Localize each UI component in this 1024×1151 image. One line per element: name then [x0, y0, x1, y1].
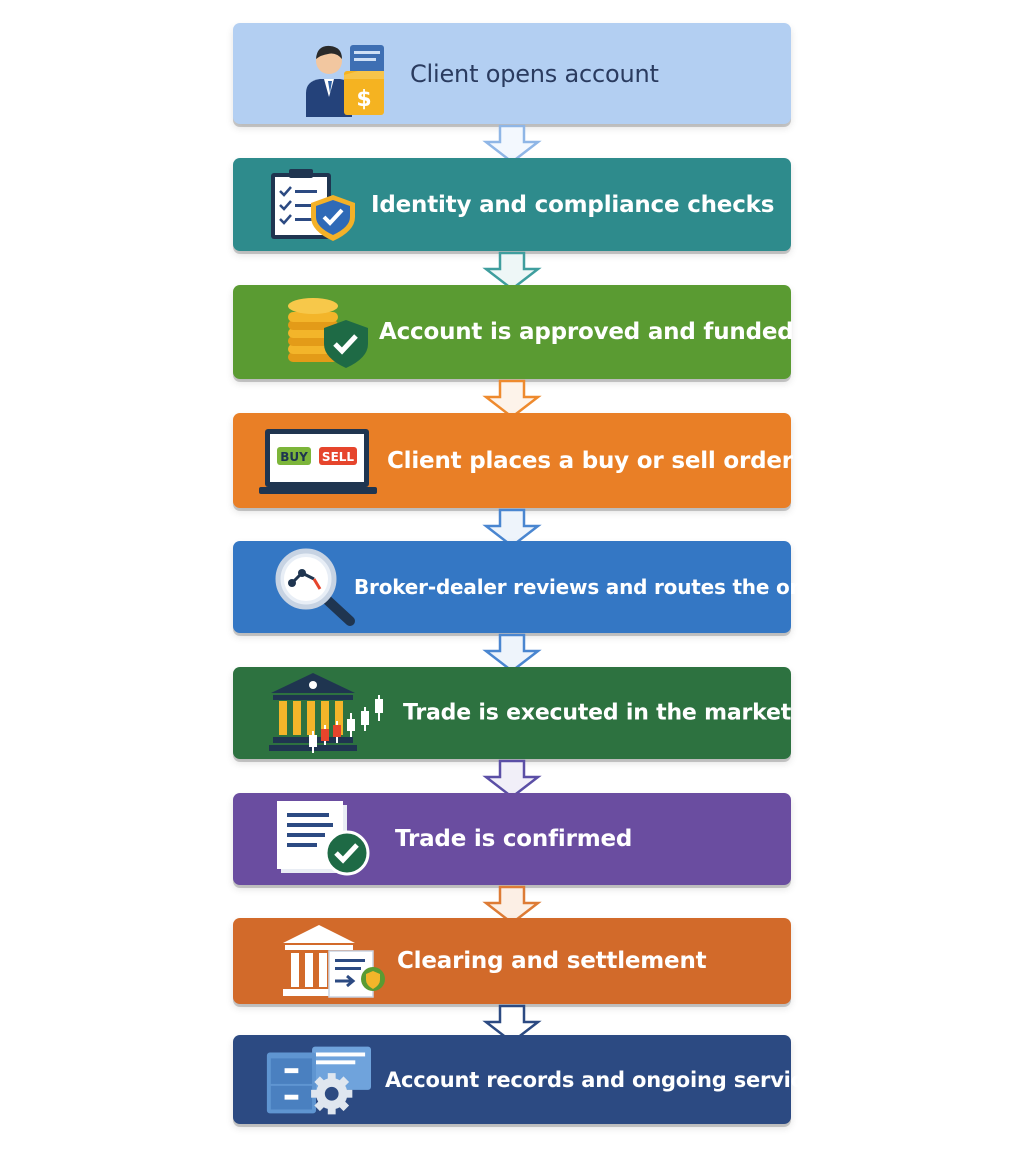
- arrow-down-icon: [482, 124, 542, 164]
- arrow-down-icon: [482, 759, 542, 799]
- step-identity-compliance: Identity and compliance checks: [233, 158, 791, 251]
- step-label: Client places a buy or sell order: [387, 447, 793, 474]
- step-label: Trade is confirmed: [395, 826, 633, 852]
- step-trade-executed: Trade is executed in the market: [233, 667, 791, 759]
- cabinet-gear-icon: [261, 1040, 371, 1120]
- sell-text: SELL: [322, 450, 354, 464]
- arrow-down-icon: [482, 508, 542, 548]
- step-client-opens-account: $ Client opens account: [233, 23, 791, 124]
- step-label: Account records and ongoing servicing: [385, 1067, 840, 1092]
- step-account-records: Account records and ongoing servicing: [233, 1035, 840, 1124]
- step-client-places-order: BUY SELL Client places a buy or sell ord…: [233, 413, 793, 508]
- step-trade-confirmed: Trade is confirmed: [233, 793, 791, 885]
- document-check-icon: [268, 799, 378, 879]
- arrow-down-icon: [482, 1004, 542, 1044]
- step-label: Account is approved and funded: [379, 319, 794, 345]
- step-label: Identity and compliance checks: [371, 191, 775, 218]
- laptop-buy-sell-icon: BUY SELL: [257, 421, 379, 501]
- step-clearing-settlement: Clearing and settlement: [233, 918, 791, 1004]
- step-label: Broker-dealer reviews and routes the ord…: [354, 575, 837, 599]
- buy-text: BUY: [280, 450, 308, 464]
- arrow-down-icon: [482, 251, 542, 291]
- step-label: Trade is executed in the market: [403, 700, 792, 726]
- step-label: Clearing and settlement: [397, 948, 707, 974]
- magnifier-routing-icon: [263, 547, 373, 627]
- coins-check-icon: [273, 292, 383, 372]
- arrow-down-icon: [482, 885, 542, 925]
- exchange-candlestick-icon: [267, 673, 391, 753]
- svg-text:$: $: [356, 87, 371, 112]
- arrow-down-icon: [482, 633, 542, 673]
- arrow-down-icon: [482, 379, 542, 419]
- step-broker-reviews: Broker-dealer reviews and routes the ord…: [233, 541, 837, 633]
- step-label: Client opens account: [410, 59, 659, 88]
- checklist-shield-icon: [258, 165, 368, 245]
- step-approved-funded: Account is approved and funded: [233, 285, 794, 379]
- bank-document-icon: [279, 921, 389, 1001]
- person-with-document-icon: $: [283, 34, 393, 117]
